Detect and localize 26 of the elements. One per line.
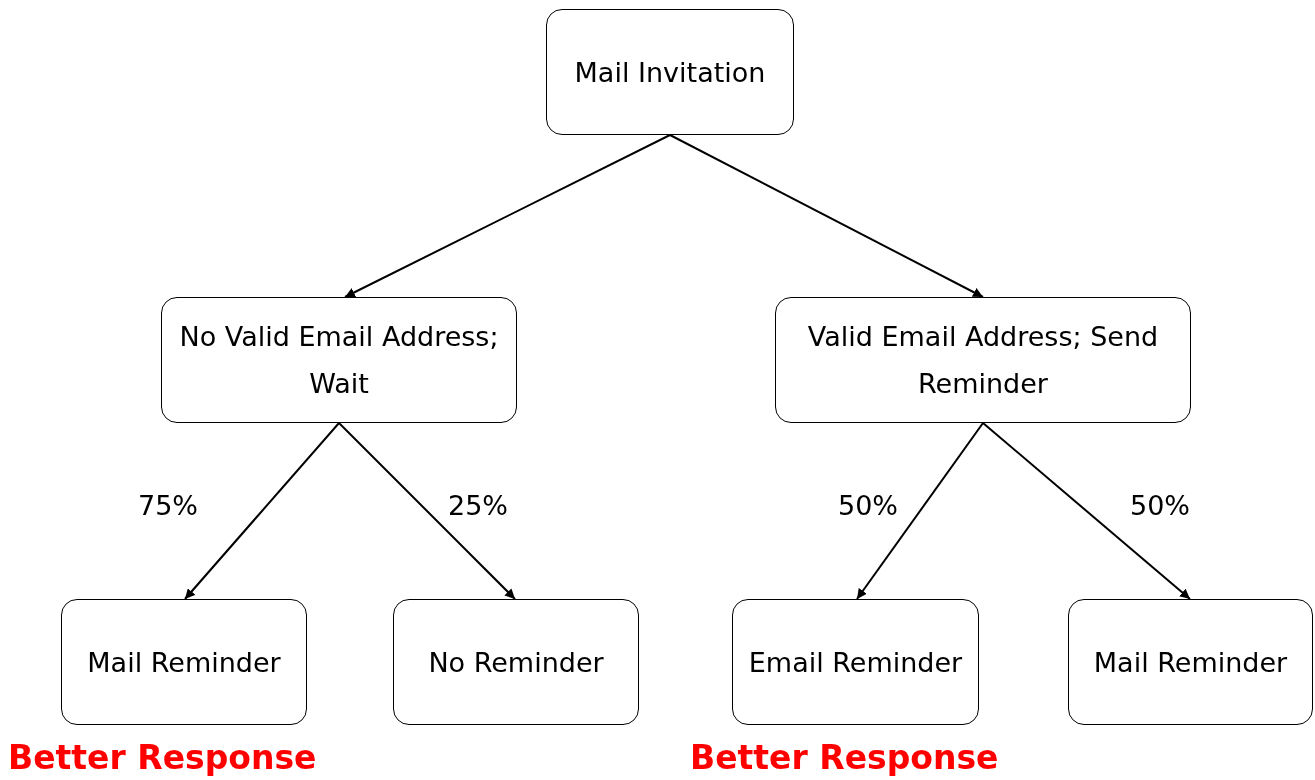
box-label: Mail Reminder — [87, 645, 281, 680]
edge-label: 50% — [1130, 490, 1190, 521]
process-box — [393, 599, 639, 725]
process-box — [732, 599, 979, 725]
arrow — [669, 134, 984, 298]
process-box — [1068, 599, 1313, 725]
box-label: Valid Email Address; Send Reminder — [806, 320, 1160, 401]
box-label: Email Reminder — [748, 645, 963, 680]
arrow — [344, 134, 671, 298]
outcome-note: Better Response — [8, 738, 317, 777]
process-box — [161, 297, 517, 423]
process-box — [775, 297, 1191, 423]
box-label: Mail Invitation — [574, 55, 766, 90]
box-label: No Valid Email Address; Wait — [178, 320, 500, 401]
arrow — [184, 422, 340, 600]
edge-label: 50% — [838, 490, 898, 521]
edge-label: 25% — [448, 490, 508, 521]
box-label: Mail Reminder — [1093, 645, 1288, 680]
box-label: No Reminder — [428, 645, 604, 680]
process-box — [61, 599, 307, 725]
arrow — [856, 422, 984, 600]
arrow — [338, 422, 516, 600]
process-box — [546, 9, 794, 135]
outcome-note: Better Response — [690, 738, 999, 777]
edge-label: 75% — [138, 490, 198, 521]
arrow — [982, 422, 1191, 600]
